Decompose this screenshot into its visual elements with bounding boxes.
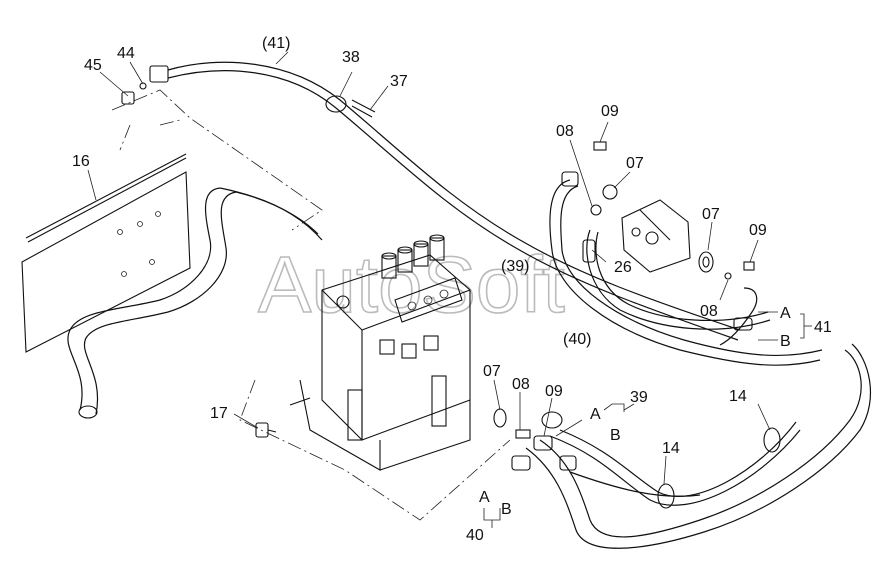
callout-45: 45 (84, 57, 102, 74)
callout-17: 17 (210, 405, 228, 422)
callout-07-lower: 07 (483, 363, 501, 380)
callout-08-upper: 08 (556, 123, 574, 140)
callout-A-39: A (590, 406, 601, 423)
hose-39-40 (549, 171, 823, 366)
callout-14-right: 14 (729, 388, 747, 405)
callout-A-40: A (479, 489, 490, 506)
callout-09-lower: 09 (545, 383, 563, 400)
callout-14-lower: 14 (662, 440, 680, 457)
callout-B-40: B (501, 501, 512, 518)
callout-41-top: (41) (262, 35, 290, 52)
pump-assembly (590, 141, 755, 280)
control-valve (289, 234, 471, 471)
callout-44: 44 (117, 45, 135, 62)
part-17 (255, 422, 277, 438)
callout-39-mid: (39) (501, 258, 529, 275)
callout-08-pump: 08 (700, 303, 718, 320)
callout-B-41: B (780, 333, 791, 350)
alignment-lines (111, 89, 511, 521)
callout-08-lower: 08 (512, 376, 530, 393)
callout-A-41: A (780, 305, 791, 322)
callout-41-right: 41 (814, 319, 832, 336)
return-pipe (67, 187, 323, 419)
callout-16: 16 (72, 153, 90, 170)
callout-26: 26 (614, 259, 632, 276)
callout-07-upper: 07 (626, 155, 644, 172)
hose-41 (121, 61, 741, 341)
callout-09-upper: 09 (601, 103, 619, 120)
callout-40-mid: (40) (563, 331, 591, 348)
panel-16 (21, 153, 191, 353)
leader-lines (87, 51, 812, 528)
callout-B-39: B (610, 427, 621, 444)
callout-39-right: 39 (630, 389, 648, 406)
callout-37: 37 (390, 73, 408, 90)
callout-38: 38 (342, 49, 360, 66)
watermark: AutoSoft (258, 240, 565, 329)
callout-40-bottom: 40 (466, 527, 484, 544)
lower-pipes (493, 343, 872, 549)
callouts: (41) 45 44 38 37 16 09 08 07 07 09 (39) … (72, 35, 832, 544)
callout-07-pump: 07 (702, 206, 720, 223)
callout-09-pump: 09 (749, 222, 767, 239)
